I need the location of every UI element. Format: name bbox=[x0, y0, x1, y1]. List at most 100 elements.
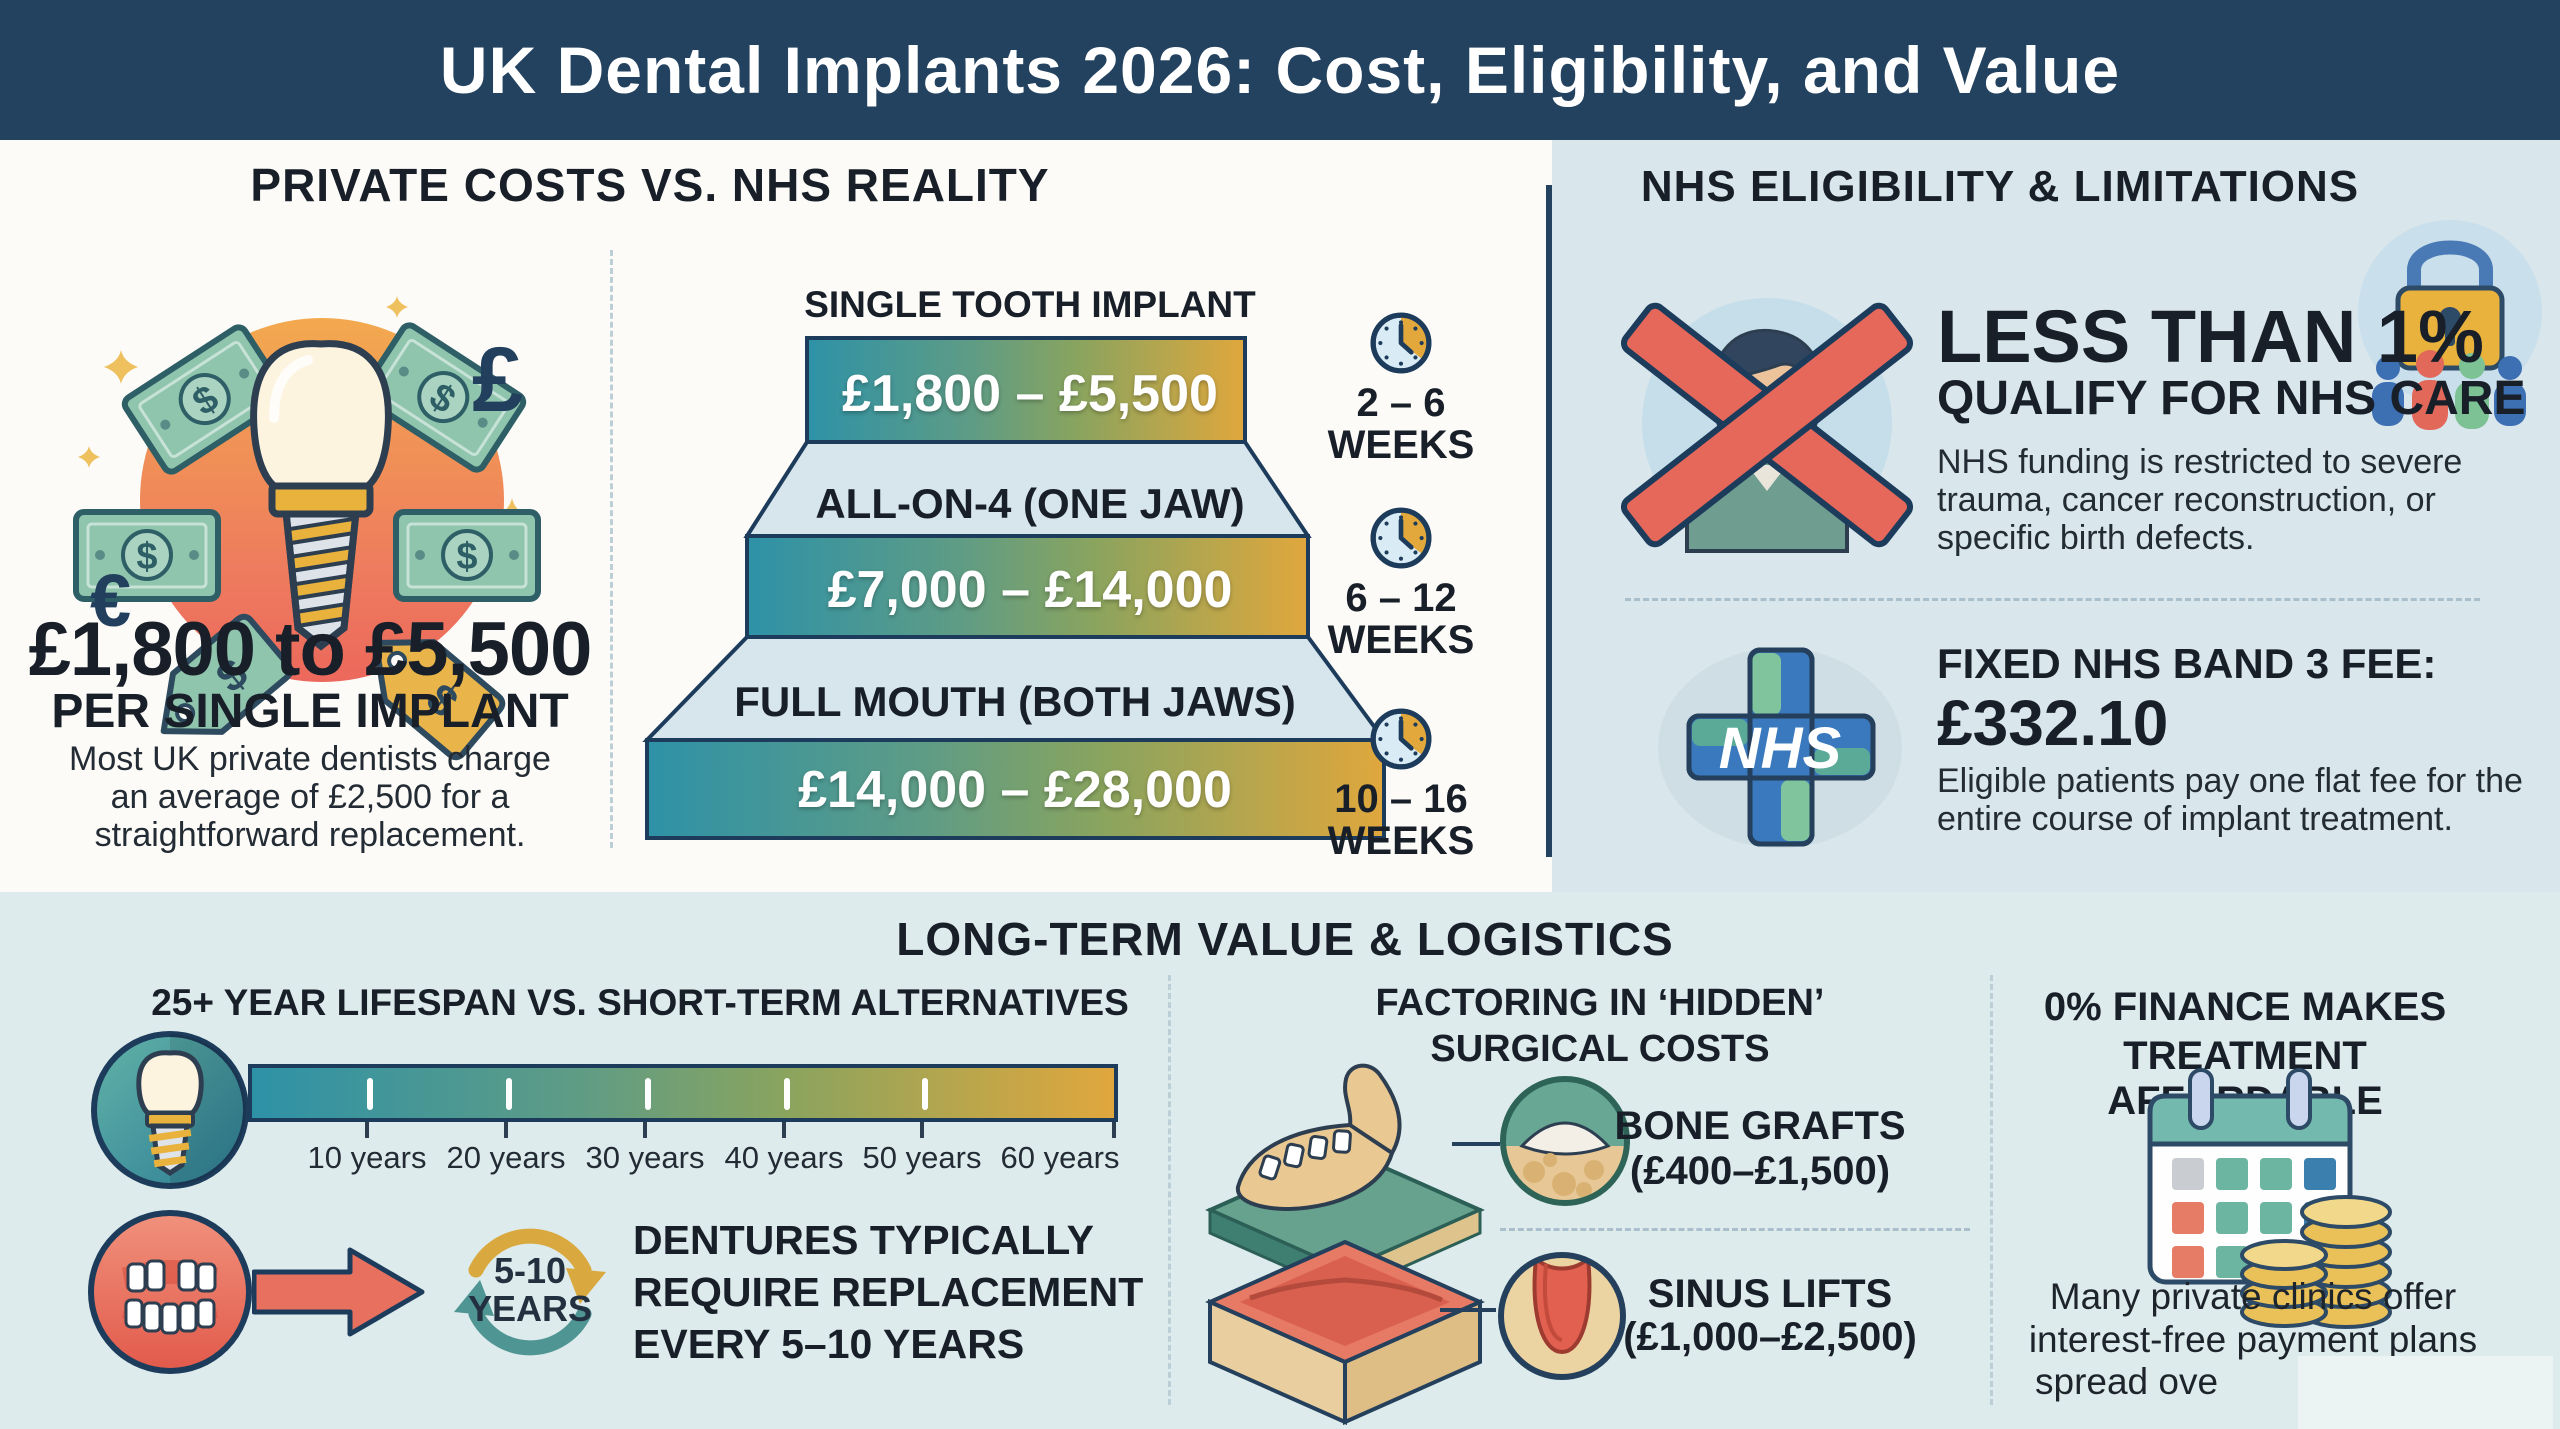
sinus-layers-icon bbox=[1205, 1240, 1485, 1425]
finance-note-line-truncated: spread ove bbox=[2035, 1361, 2219, 1402]
sinus-inset-icon bbox=[1498, 1252, 1626, 1380]
pyramid-tier-price: £14,000 – £28,000 bbox=[798, 761, 1232, 819]
axis-stub bbox=[782, 1122, 786, 1138]
connector-line bbox=[1452, 1142, 1500, 1146]
axis-label: 50 years bbox=[862, 1140, 982, 1175]
nhs-desc-line: specific birth defects. bbox=[1937, 519, 2255, 557]
duration-block: 10 – 16 WEEKS bbox=[1316, 706, 1486, 862]
clock-icon bbox=[1368, 706, 1434, 772]
lock-people-icon bbox=[2358, 220, 2542, 430]
finance-heading-line: 0% FINANCE MAKES bbox=[2043, 985, 2447, 1029]
sparkle-icon bbox=[104, 350, 138, 384]
duration-range: 2 – 6 bbox=[1356, 381, 1446, 425]
price-note-line: straightforward replacement. bbox=[94, 816, 526, 854]
hidden-costs-heading-line: SURGICAL COSTS bbox=[1430, 1028, 1770, 1070]
bone-grafts-price: (£400–£1,500) bbox=[1629, 1149, 1891, 1193]
panel-divider bbox=[1546, 185, 1552, 857]
coin-stack-short bbox=[2240, 1239, 2328, 1328]
nhs-fee-label: FIXED NHS BAND 3 FEE: bbox=[1937, 640, 2437, 687]
duration-unit: WEEKS bbox=[1327, 423, 1475, 467]
money-note-icon bbox=[392, 508, 542, 603]
finance-note-line: interest-free payment plans bbox=[2028, 1319, 2478, 1360]
dentures-text-line: DENTURES TYPICALLY bbox=[633, 1217, 1094, 1263]
duration-unit: WEEKS bbox=[1327, 618, 1475, 662]
duration-unit: WEEKS bbox=[1327, 819, 1475, 863]
bar-tick bbox=[645, 1078, 651, 1110]
axis-label: 20 years bbox=[446, 1140, 566, 1175]
implant-cost-illustration: £ € bbox=[0, 240, 620, 720]
dentures-text-line: EVERY 5–10 YEARS bbox=[633, 1321, 1025, 1367]
calendar-grid bbox=[2172, 1158, 2336, 1278]
nhs-stat-value: LESS THAN 1% bbox=[1937, 295, 2484, 378]
duration-block: 6 – 12 WEEKS bbox=[1316, 505, 1486, 661]
people-icons bbox=[2372, 350, 2526, 430]
bar-tick bbox=[367, 1078, 373, 1110]
pyramid-tier-price: £1,800 – £5,500 bbox=[842, 365, 1218, 423]
long-term-heading: LONG-TERM VALUE & LOGISTICS bbox=[896, 913, 1674, 965]
nhs-desc-line: trauma, cancer reconstruction, or bbox=[1937, 481, 2436, 519]
nhs-desc-line: NHS funding is restricted to severe bbox=[1937, 443, 2463, 481]
bone-grafts-label: BONE GRAFTS bbox=[1614, 1104, 1906, 1148]
pyramid-tier-label: FULL MOUTH (BOTH JAWS) bbox=[734, 678, 1296, 725]
axis-label: 60 years bbox=[1000, 1140, 1120, 1175]
nhs-heading: NHS ELIGIBILITY & LIMITATIONS bbox=[1640, 162, 2360, 211]
jawbone-icon bbox=[1205, 1063, 1485, 1295]
dentures-icon bbox=[88, 1210, 252, 1374]
page-title: UK Dental Implants 2026: Cost, Eligibili… bbox=[439, 33, 2121, 107]
sparkle-icon bbox=[78, 446, 100, 468]
hidden-costs-heading-line: FACTORING IN ‘HIDDEN’ bbox=[1375, 982, 1825, 1024]
duration-range: 6 – 12 bbox=[1345, 576, 1457, 620]
nhs-section-divider bbox=[1625, 598, 2480, 601]
euro-symbol: € bbox=[90, 559, 132, 642]
sparkle-icon bbox=[386, 296, 408, 318]
clock-icon bbox=[1368, 310, 1434, 376]
axis-label: 30 years bbox=[585, 1140, 705, 1175]
pyramid-tier-price: £7,000 – £14,000 bbox=[827, 561, 1233, 619]
hidden-costs-divider bbox=[1500, 1228, 1970, 1231]
arrow-icon bbox=[252, 1247, 425, 1337]
bone-graft-inset-icon bbox=[1500, 1076, 1630, 1206]
bottom-divider-2 bbox=[1990, 975, 1993, 1405]
truncation-overlay bbox=[2298, 1356, 2553, 1429]
nhs-cross-icon: NHS bbox=[1658, 647, 1902, 848]
pyramid-tier-label: SINGLE TOOTH IMPLANT bbox=[804, 284, 1256, 325]
red-x-icon bbox=[1620, 302, 1914, 548]
cycle-value: 5-10 bbox=[493, 1250, 567, 1291]
nhs-stat-label: QUALIFY FOR NHS CARE bbox=[1937, 372, 2526, 425]
refresh-cycle-icon bbox=[454, 1228, 606, 1356]
axis-stub bbox=[365, 1122, 369, 1138]
price-headline: £1,800 to £5,500 bbox=[28, 607, 593, 692]
left-panel-divider bbox=[610, 250, 613, 848]
bar-tick bbox=[922, 1078, 928, 1110]
axis-label: 40 years bbox=[724, 1140, 844, 1175]
person-denied-icon bbox=[1620, 298, 1914, 553]
connector-line bbox=[1440, 1308, 1496, 1312]
price-subheading: PER SINGLE IMPLANT bbox=[51, 685, 569, 738]
pound-symbol: £ bbox=[472, 329, 524, 431]
svg-text:NHS: NHS bbox=[1719, 716, 1842, 781]
implant-badge-icon bbox=[91, 1031, 249, 1189]
tooth-implant-icon bbox=[250, 340, 392, 651]
axis-stub bbox=[1112, 1122, 1116, 1138]
duration-block: 2 – 6 WEEKS bbox=[1316, 310, 1486, 466]
cycle-unit: YEARS bbox=[467, 1288, 593, 1329]
axis-label: 10 years bbox=[307, 1140, 427, 1175]
axis-stub bbox=[643, 1122, 647, 1138]
nhs-fee-desc-line: entire course of implant treatment. bbox=[1937, 800, 2453, 838]
nhs-fee-desc-line: Eligible patients pay one flat fee for t… bbox=[1937, 762, 2523, 800]
dentures-text-line: REQUIRE REPLACEMENT bbox=[633, 1269, 1144, 1315]
pyramid-tier-label: ALL-ON-4 (ONE JAW) bbox=[815, 480, 1245, 527]
axis-stub bbox=[920, 1122, 924, 1138]
lifespan-bar bbox=[248, 1064, 1118, 1122]
sinus-lifts-label: SINUS LIFTS bbox=[1647, 1272, 1893, 1316]
header-band: UK Dental Implants 2026: Cost, Eligibili… bbox=[0, 0, 2560, 140]
bottom-divider-1 bbox=[1168, 975, 1171, 1405]
bar-tick bbox=[784, 1078, 790, 1110]
calendar-icon bbox=[2147, 1068, 2353, 1285]
price-note-line: an average of £2,500 for a bbox=[110, 778, 510, 816]
finance-note-line: Many private clinics offer bbox=[2049, 1276, 2457, 1317]
nhs-fee-value: £332.10 bbox=[1937, 687, 2169, 759]
clock-icon bbox=[1368, 505, 1434, 571]
axis-stub bbox=[504, 1122, 508, 1138]
